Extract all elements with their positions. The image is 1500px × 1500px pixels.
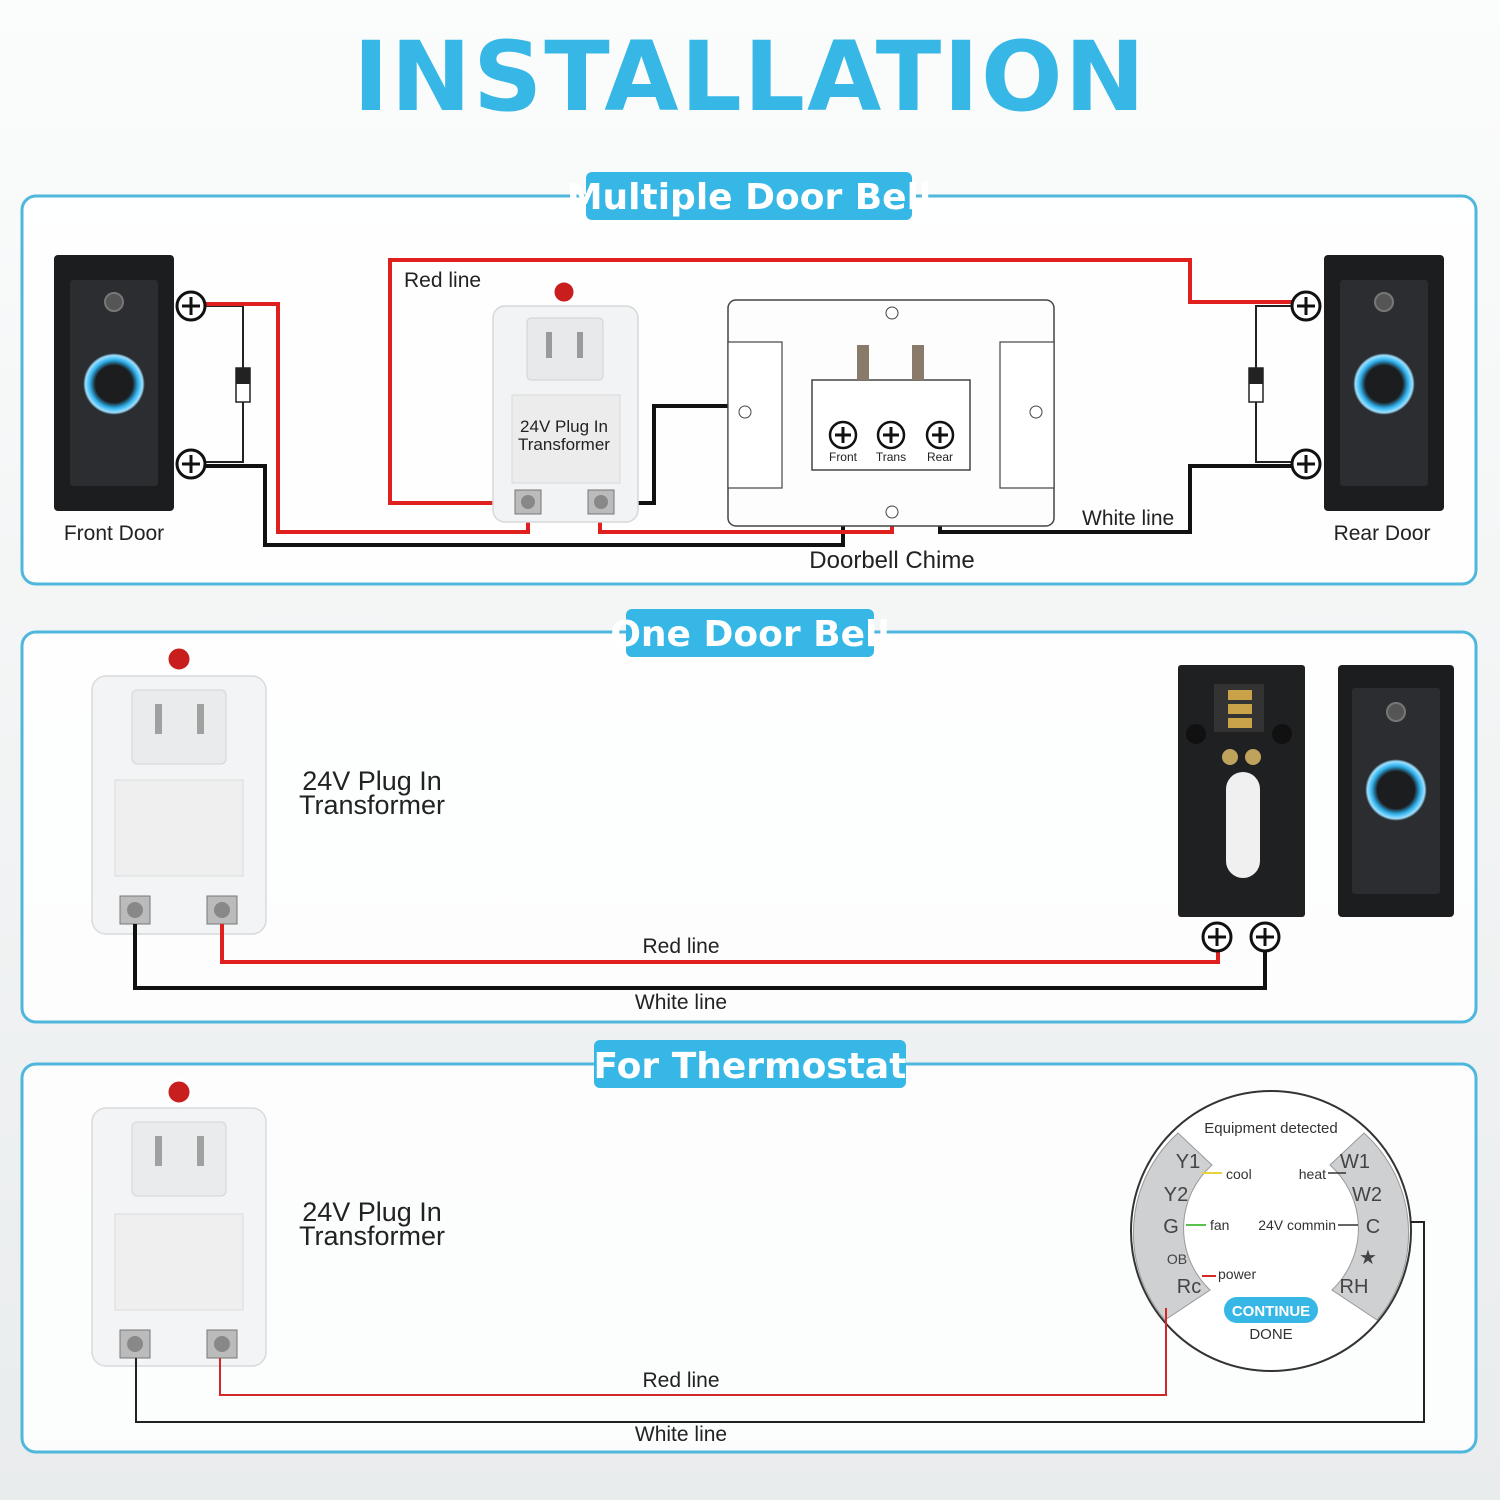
continue-button-label: CONTINUE [1232, 1303, 1310, 1320]
terminal-ob: OB [1167, 1251, 1187, 1267]
chime-spring-icon [857, 345, 869, 380]
transformer-large [91, 1078, 267, 1367]
rear-door-label: Rear Door [1334, 522, 1431, 545]
red-wire [220, 924, 1220, 964]
transformer-large [91, 645, 267, 935]
transformer-label-line1: 24V Plug In [520, 417, 608, 436]
plug-prong-icon [546, 332, 552, 358]
red-screw-icon [165, 645, 193, 673]
white-wire [133, 924, 1267, 990]
page-title: INSTALLATION [353, 21, 1147, 133]
section-badge [626, 609, 874, 657]
rear-doorbell [1324, 255, 1444, 511]
chime-spring-icon [912, 345, 924, 380]
red-wire [219, 1308, 1167, 1396]
transformer-small [492, 279, 639, 523]
red-line-label: Red line [642, 935, 719, 958]
camera-icon [104, 292, 124, 312]
common-label: 24V commin [1258, 1217, 1336, 1233]
red-screw-icon [165, 1078, 193, 1106]
doorbell-mounting-plate [1178, 665, 1305, 917]
section-badge [586, 172, 912, 220]
doorbell-device [1338, 665, 1454, 917]
terminal-w2: W2 [1352, 1184, 1382, 1206]
fan-label: fan [1210, 1217, 1229, 1233]
transformer-label-line2: Transformer [299, 790, 445, 820]
terminal-rc: Rc [1177, 1276, 1201, 1298]
chime-terminal-front-label: Front [829, 450, 858, 464]
doorbell-button-icon [83, 353, 145, 415]
front-doorbell [54, 255, 174, 511]
red-line-label: Red line [404, 269, 481, 292]
white-line-label: White line [635, 991, 727, 1014]
plug-prong-icon [197, 1136, 204, 1166]
terminal-w1: W1 [1340, 1151, 1370, 1173]
screw-icon [1222, 749, 1238, 765]
doorbell-button-icon [1365, 759, 1427, 821]
section-badge [594, 1040, 906, 1088]
plug-prong-icon [577, 332, 583, 358]
power-label: power [1218, 1266, 1256, 1282]
star-icon: ★ [1359, 1247, 1377, 1269]
transformer-label-line1: 24V Plug In [302, 766, 442, 796]
doorbell-button-icon [1353, 353, 1415, 415]
white-line-label: White line [1082, 507, 1174, 530]
red-screw-icon [551, 279, 577, 305]
doorbell-chime [727, 299, 1055, 527]
plus-terminal-right [1249, 921, 1281, 953]
terminal-y2: Y2 [1164, 1184, 1188, 1206]
thermostat-display [1130, 1090, 1412, 1372]
front-door-label: Front Door [64, 522, 164, 545]
cool-label: cool [1226, 1166, 1252, 1182]
white-wire [135, 1221, 1425, 1423]
transformer-label-line2: Transformer [299, 1221, 445, 1251]
section-heading: For Thermostat [594, 1046, 907, 1087]
equipment-detected-title: Equipment detected [1204, 1120, 1337, 1137]
chime-terminal-front [828, 420, 858, 450]
plug-prong-icon [155, 1136, 162, 1166]
rear-door-plus-terminal-top [1290, 290, 1322, 322]
transformer-label-line1: 24V Plug In [302, 1197, 442, 1227]
terminal-rh: RH [1340, 1276, 1369, 1298]
rear-door-plus-terminal-bottom [1290, 448, 1322, 480]
panel-for-thermostat: For Thermostat 24V Plug In Transformer E… [20, 1040, 1478, 1454]
panel-one-door-bell: One Door Bell 24V Plug In Transformer [20, 609, 1478, 1024]
chime-terminal-trans-label: Trans [876, 450, 906, 464]
plug-prong-icon [197, 704, 204, 734]
panel-multiple-door-bell: Multiple Door Bell Front Door Rear Door [20, 172, 1478, 586]
chime-terminal-rear-label: Rear [927, 450, 953, 464]
chime-terminal-rear [925, 420, 955, 450]
plug-prong-icon [155, 704, 162, 734]
done-label[interactable]: DONE [1249, 1326, 1292, 1343]
white-line-label: White line [635, 1423, 727, 1446]
front-door-plus-terminal-top [175, 290, 207, 322]
transformer-label-line2: Transformer [518, 435, 610, 454]
camera-icon [1386, 702, 1406, 722]
doorbell-chime-label: Doorbell Chime [809, 547, 974, 574]
section-heading: One Door Bell [610, 614, 889, 655]
section-heading: Multiple Door Bell [567, 177, 932, 218]
terminal-g: G [1163, 1216, 1179, 1238]
red-line-label: Red line [642, 1369, 719, 1392]
terminal-c: C [1366, 1216, 1380, 1238]
continue-button[interactable] [1224, 1297, 1318, 1323]
terminal-y1: Y1 [1176, 1151, 1200, 1173]
chime-terminal-trans [876, 420, 906, 450]
camera-icon [1374, 292, 1394, 312]
screw-icon [1245, 749, 1261, 765]
front-door-plus-terminal-bottom [175, 448, 207, 480]
plus-terminal-left [1201, 921, 1233, 953]
heat-label: heat [1299, 1166, 1326, 1182]
